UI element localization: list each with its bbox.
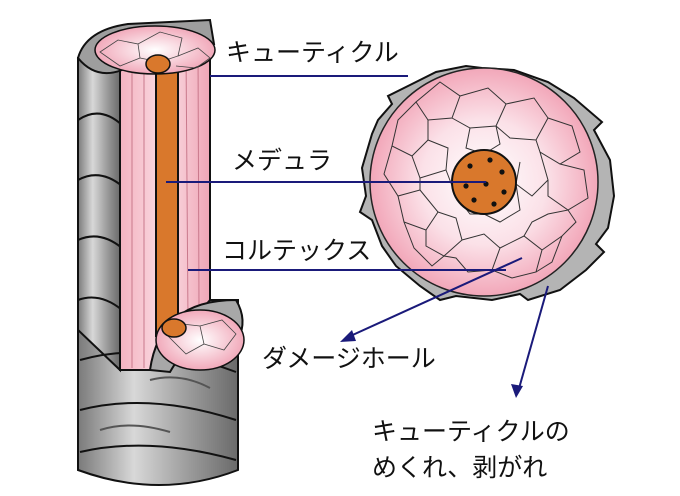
cuticle-peel-leader (517, 285, 549, 393)
medulla-top-face (145, 54, 171, 74)
cortex-label: コルテックス (222, 236, 372, 265)
medulla-column (155, 57, 179, 337)
leader-lines (166, 75, 549, 393)
damage-hole-arrowhead (340, 330, 356, 342)
damage-hole-label: ダメージホール (262, 344, 436, 373)
medulla-pores (463, 157, 507, 207)
hair-shaft-illustration (76, 18, 245, 486)
cuticle-label: キューティクル (226, 38, 399, 67)
damage-hole-leader (345, 257, 523, 339)
cuticle-peel-label-line2: めくれ、剥がれ (372, 453, 548, 482)
cortex-top-face (94, 25, 216, 75)
leader-arrowheads (340, 330, 523, 398)
cuticle-peel-label: キューティクルの めくれ、剥がれ (372, 414, 570, 486)
cuticle-shaft-upper (77, 56, 121, 373)
cuticle-peel-arrowhead (511, 384, 523, 398)
medulla-step-face (161, 318, 187, 338)
cortex-fibers (131, 45, 200, 368)
cuticle-peel-label-line1: キューティクルの (372, 417, 570, 446)
medulla-label: メデュラ (232, 146, 333, 175)
cortex-cell-network (383, 81, 589, 279)
